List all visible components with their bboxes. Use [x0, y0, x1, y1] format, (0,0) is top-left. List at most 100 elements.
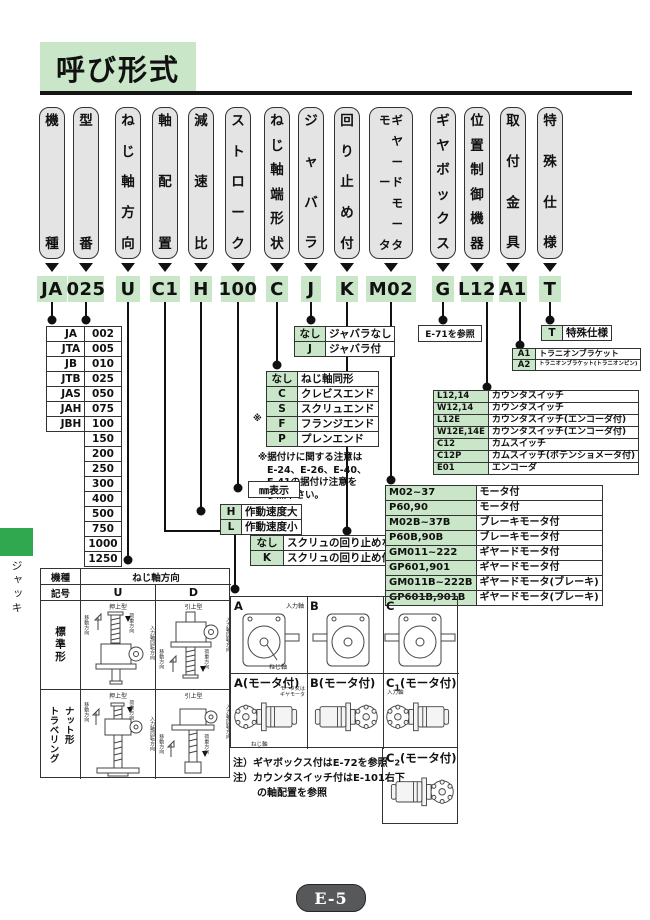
table-row: 300	[84, 476, 122, 492]
table-row: JTB	[46, 371, 96, 387]
note-line: 注）カウンタスイッチ付はE-101右下	[233, 773, 405, 784]
connector-dot	[47, 315, 57, 325]
desc-cell: ギヤードモータ付	[475, 560, 603, 576]
table-row: なしねじ軸同形	[266, 371, 379, 387]
table-row: なしスクリュの回り止めなし	[250, 535, 407, 551]
asterisk-mark: ※	[253, 414, 262, 424]
down-triangle-icon	[304, 263, 318, 272]
pill-gearbox: ギヤボックス	[430, 107, 456, 259]
code-cell: L	[220, 519, 242, 535]
desc-cell: エンコーダ	[487, 462, 640, 475]
cell: 300	[84, 476, 122, 492]
cell-label: C1(モータ付)	[386, 675, 457, 692]
row-label-text: ナット形トラベリング	[45, 706, 75, 763]
cell: 005	[84, 341, 122, 357]
connector-line	[310, 302, 312, 316]
table-row: 150	[84, 431, 122, 447]
connector-line	[234, 531, 236, 587]
diagram-standard-u: 押上型 移動方向 荷重方向 入力軸回転方向	[81, 601, 156, 690]
jack-drawing-traveling-d	[166, 708, 218, 774]
down-triangle-icon	[158, 263, 172, 272]
connector-dot	[233, 483, 243, 493]
pill-position-control: 位置制御機器	[464, 107, 490, 259]
cell-arrangement-b: B	[307, 597, 383, 673]
connector-line	[442, 302, 444, 316]
cell: JTB	[46, 371, 96, 387]
motor-side-b	[314, 702, 378, 732]
load-direction-label: 荷重方向	[203, 649, 210, 669]
connector-dot	[342, 526, 352, 536]
pill-label: 減速比	[194, 113, 208, 252]
arrangement-notes: 注）ギヤボックス付はE-72を参照 注）カウンタスイッチ付はE-101右下 の軸…	[233, 756, 405, 801]
cell: 200	[84, 446, 122, 462]
connector-dot	[545, 315, 555, 325]
note-line: E-24、E-26、E-40、	[267, 464, 367, 476]
code-mounting-bracket: A1	[499, 276, 527, 302]
code-cell: M02~37	[385, 485, 477, 501]
down-triangle-icon	[384, 263, 398, 272]
pill-label: ねじ軸方向	[121, 113, 135, 252]
label-part: トラベリング	[47, 706, 59, 763]
pill-stroke: ストローク	[225, 107, 251, 259]
screw-shaft-label: ねじ軸	[269, 664, 288, 671]
code-cell: GP601,901	[385, 560, 477, 576]
pill-shaft-arrangement: 軸配置	[152, 107, 178, 259]
connector-dot	[515, 340, 525, 350]
code-cell: A1	[512, 348, 536, 360]
code-cell: なし	[250, 535, 284, 551]
desc-cell: ギヤードモータ付	[475, 545, 603, 561]
desc-cell: ギヤードモータ(ブレーキ)	[475, 590, 603, 606]
pill-label: 型番	[79, 113, 93, 252]
connector-line	[164, 530, 236, 532]
motor-label: モータ又は	[279, 686, 305, 692]
screw-shaft-label: ねじ軸	[251, 742, 268, 748]
cell: 500	[84, 506, 122, 522]
cell-label: B(モータ付)	[310, 676, 376, 690]
gearbox-ref-box: E-71を参照	[418, 325, 482, 342]
input-rotation-label: 入力軸回転方向	[225, 704, 231, 739]
cell: 400	[84, 491, 122, 507]
cell: 1250	[84, 551, 122, 567]
down-triangle-icon	[340, 263, 354, 272]
label-part: (モータ付)	[400, 676, 457, 690]
table-row: 050	[84, 386, 122, 402]
desc-cell: ブレーキモータ付	[475, 530, 603, 546]
code-cell: W12E,14E	[433, 426, 489, 439]
gearbox-front-b	[312, 613, 370, 667]
pill-label: ジャバラ	[304, 113, 318, 252]
table-row: 200	[84, 446, 122, 462]
connector-dot	[230, 584, 240, 594]
label-part: ナット形	[62, 706, 74, 744]
header-cell-u: U	[81, 585, 156, 601]
screw-direction-table: 機種 ねじ軸方向 記号 U D 標準形 ナット形トラベリング 押上型 移動方向 …	[40, 568, 231, 779]
code-cell: W12,14	[433, 402, 489, 415]
cell: 050	[84, 386, 122, 402]
pill-label: 機種	[45, 113, 59, 252]
connector-line	[390, 302, 392, 478]
cell: 010	[84, 356, 122, 372]
diagram-traveling-u: 押上型 移動方向 荷重方向 入力軸回転方向	[81, 690, 156, 779]
code-cell: C	[266, 386, 298, 402]
diagram-traveling-d: 引上型 移動方向 荷重方向 入力軸回転方向	[156, 690, 231, 779]
input-shaft-label: 入力軸	[285, 603, 304, 610]
input-rotation-label: 入力軸回転方向	[149, 716, 155, 751]
connector-line	[85, 302, 87, 316]
code-stroke: 100	[218, 276, 257, 302]
pill-shaft-end-shape: ねじ軸端形状	[264, 107, 290, 259]
code-shaft-end-shape: C	[266, 276, 288, 302]
header-cell: ねじ軸方向	[81, 569, 231, 585]
pill-screw-direction: ねじ軸方向	[115, 107, 141, 259]
load-direction-label: 荷重方向	[128, 700, 135, 720]
desc-cell: カウンタスイッチ(エンコーダ付)	[487, 414, 640, 427]
desc-cell: スクリュの回り止め付	[283, 550, 407, 566]
